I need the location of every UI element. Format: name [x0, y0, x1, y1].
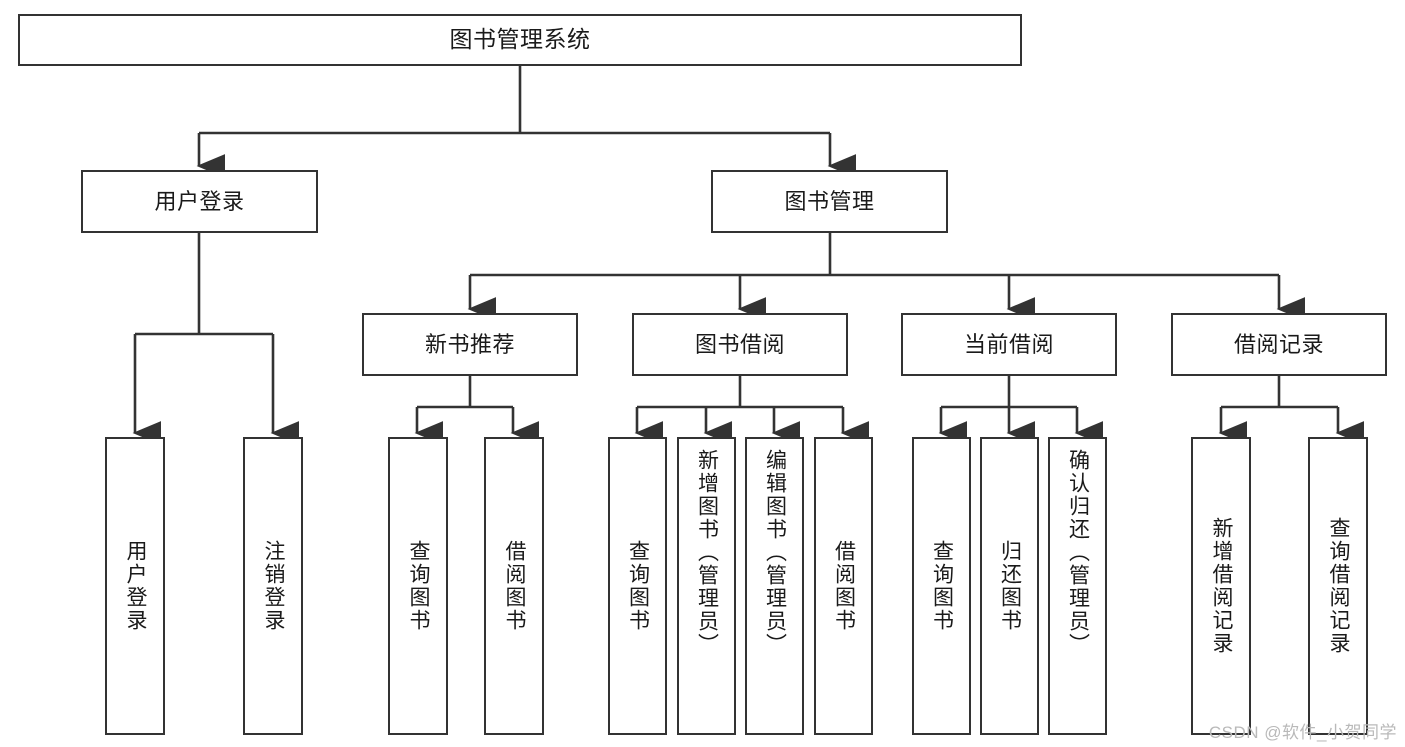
node-label: 借阅图书	[832, 540, 856, 632]
node-borrow-record[interactable]: 借阅记录	[1171, 313, 1387, 376]
node-label: 用户登录	[154, 188, 245, 214]
node-label: 查询图书	[930, 540, 954, 632]
node-root-book-management-system[interactable]: 图书管理系统	[18, 14, 1022, 66]
node-label: 当前借阅	[963, 331, 1054, 357]
node-label: 编辑图书（管理员）	[763, 449, 787, 656]
node-label: 归还图书	[998, 540, 1022, 632]
node-label: 确认归还（管理员）	[1066, 449, 1090, 656]
node-label: 新增借阅记录	[1210, 517, 1234, 655]
node-leaf-user-logout[interactable]: 注销登录	[243, 437, 303, 735]
node-label: 新增图书（管理员）	[695, 449, 719, 656]
node-label: 图书借阅	[694, 331, 785, 357]
node-leaf-confirm-return[interactable]: 确认归还（管理员）	[1048, 437, 1107, 735]
node-leaf-borrow-book[interactable]: 借阅图书	[814, 437, 873, 735]
node-book-borrow[interactable]: 图书借阅	[632, 313, 848, 376]
node-label: 图书管理系统	[449, 26, 591, 53]
node-leaf-query-book-current[interactable]: 查询图书	[912, 437, 971, 735]
node-leaf-add-book[interactable]: 新增图书（管理员）	[677, 437, 736, 735]
node-label: 新书推荐	[424, 331, 515, 357]
node-label: 借阅图书	[503, 540, 527, 632]
node-label: 查询图书	[407, 540, 431, 632]
node-label: 用户登录	[124, 540, 148, 632]
node-user-login[interactable]: 用户登录	[81, 170, 318, 233]
node-leaf-add-borrow-record[interactable]: 新增借阅记录	[1191, 437, 1251, 735]
node-leaf-query-borrow-record[interactable]: 查询借阅记录	[1308, 437, 1368, 735]
node-label: 借阅记录	[1233, 331, 1324, 357]
node-leaf-query-book-recommend[interactable]: 查询图书	[388, 437, 448, 735]
node-new-book-recommend[interactable]: 新书推荐	[362, 313, 578, 376]
node-label: 图书管理	[784, 188, 875, 214]
node-current-borrow[interactable]: 当前借阅	[901, 313, 1117, 376]
node-book-management[interactable]: 图书管理	[711, 170, 948, 233]
node-leaf-user-login[interactable]: 用户登录	[105, 437, 165, 735]
node-leaf-return-book[interactable]: 归还图书	[980, 437, 1039, 735]
node-label: 查询图书	[626, 540, 650, 632]
csdn-watermark: CSDN @软件_小贺同学	[1208, 723, 1397, 742]
node-leaf-borrow-book-recommend[interactable]: 借阅图书	[484, 437, 544, 735]
node-label: 注销登录	[262, 540, 286, 632]
node-leaf-query-book-borrow[interactable]: 查询图书	[608, 437, 667, 735]
node-label: 查询借阅记录	[1327, 517, 1351, 655]
node-leaf-edit-book[interactable]: 编辑图书（管理员）	[745, 437, 804, 735]
